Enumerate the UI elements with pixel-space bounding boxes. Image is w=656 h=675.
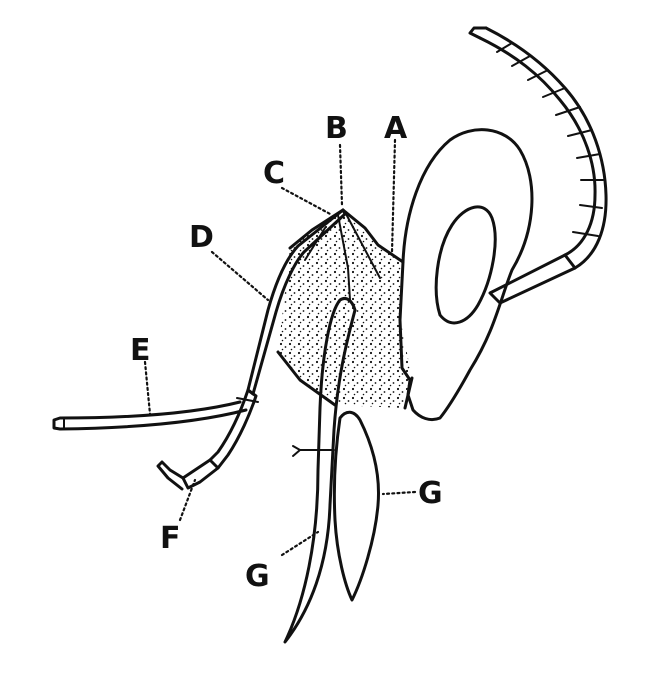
label-f: F <box>160 521 181 556</box>
label-g-left: G <box>245 559 270 594</box>
antenna <box>468 26 608 305</box>
label-b: B <box>325 111 348 146</box>
labels: A B C D E F G G <box>130 111 443 594</box>
maxilla <box>52 208 347 491</box>
label-c: C <box>263 156 285 191</box>
mandibles <box>283 296 380 644</box>
leader-lines <box>143 138 417 557</box>
label-d: D <box>189 220 214 255</box>
label-g-right: G <box>418 476 443 511</box>
compound-eye <box>434 205 497 325</box>
label-a: A <box>384 111 408 146</box>
label-e: E <box>130 333 151 368</box>
stippled-sclerites <box>276 208 414 410</box>
head-capsule <box>398 128 534 422</box>
